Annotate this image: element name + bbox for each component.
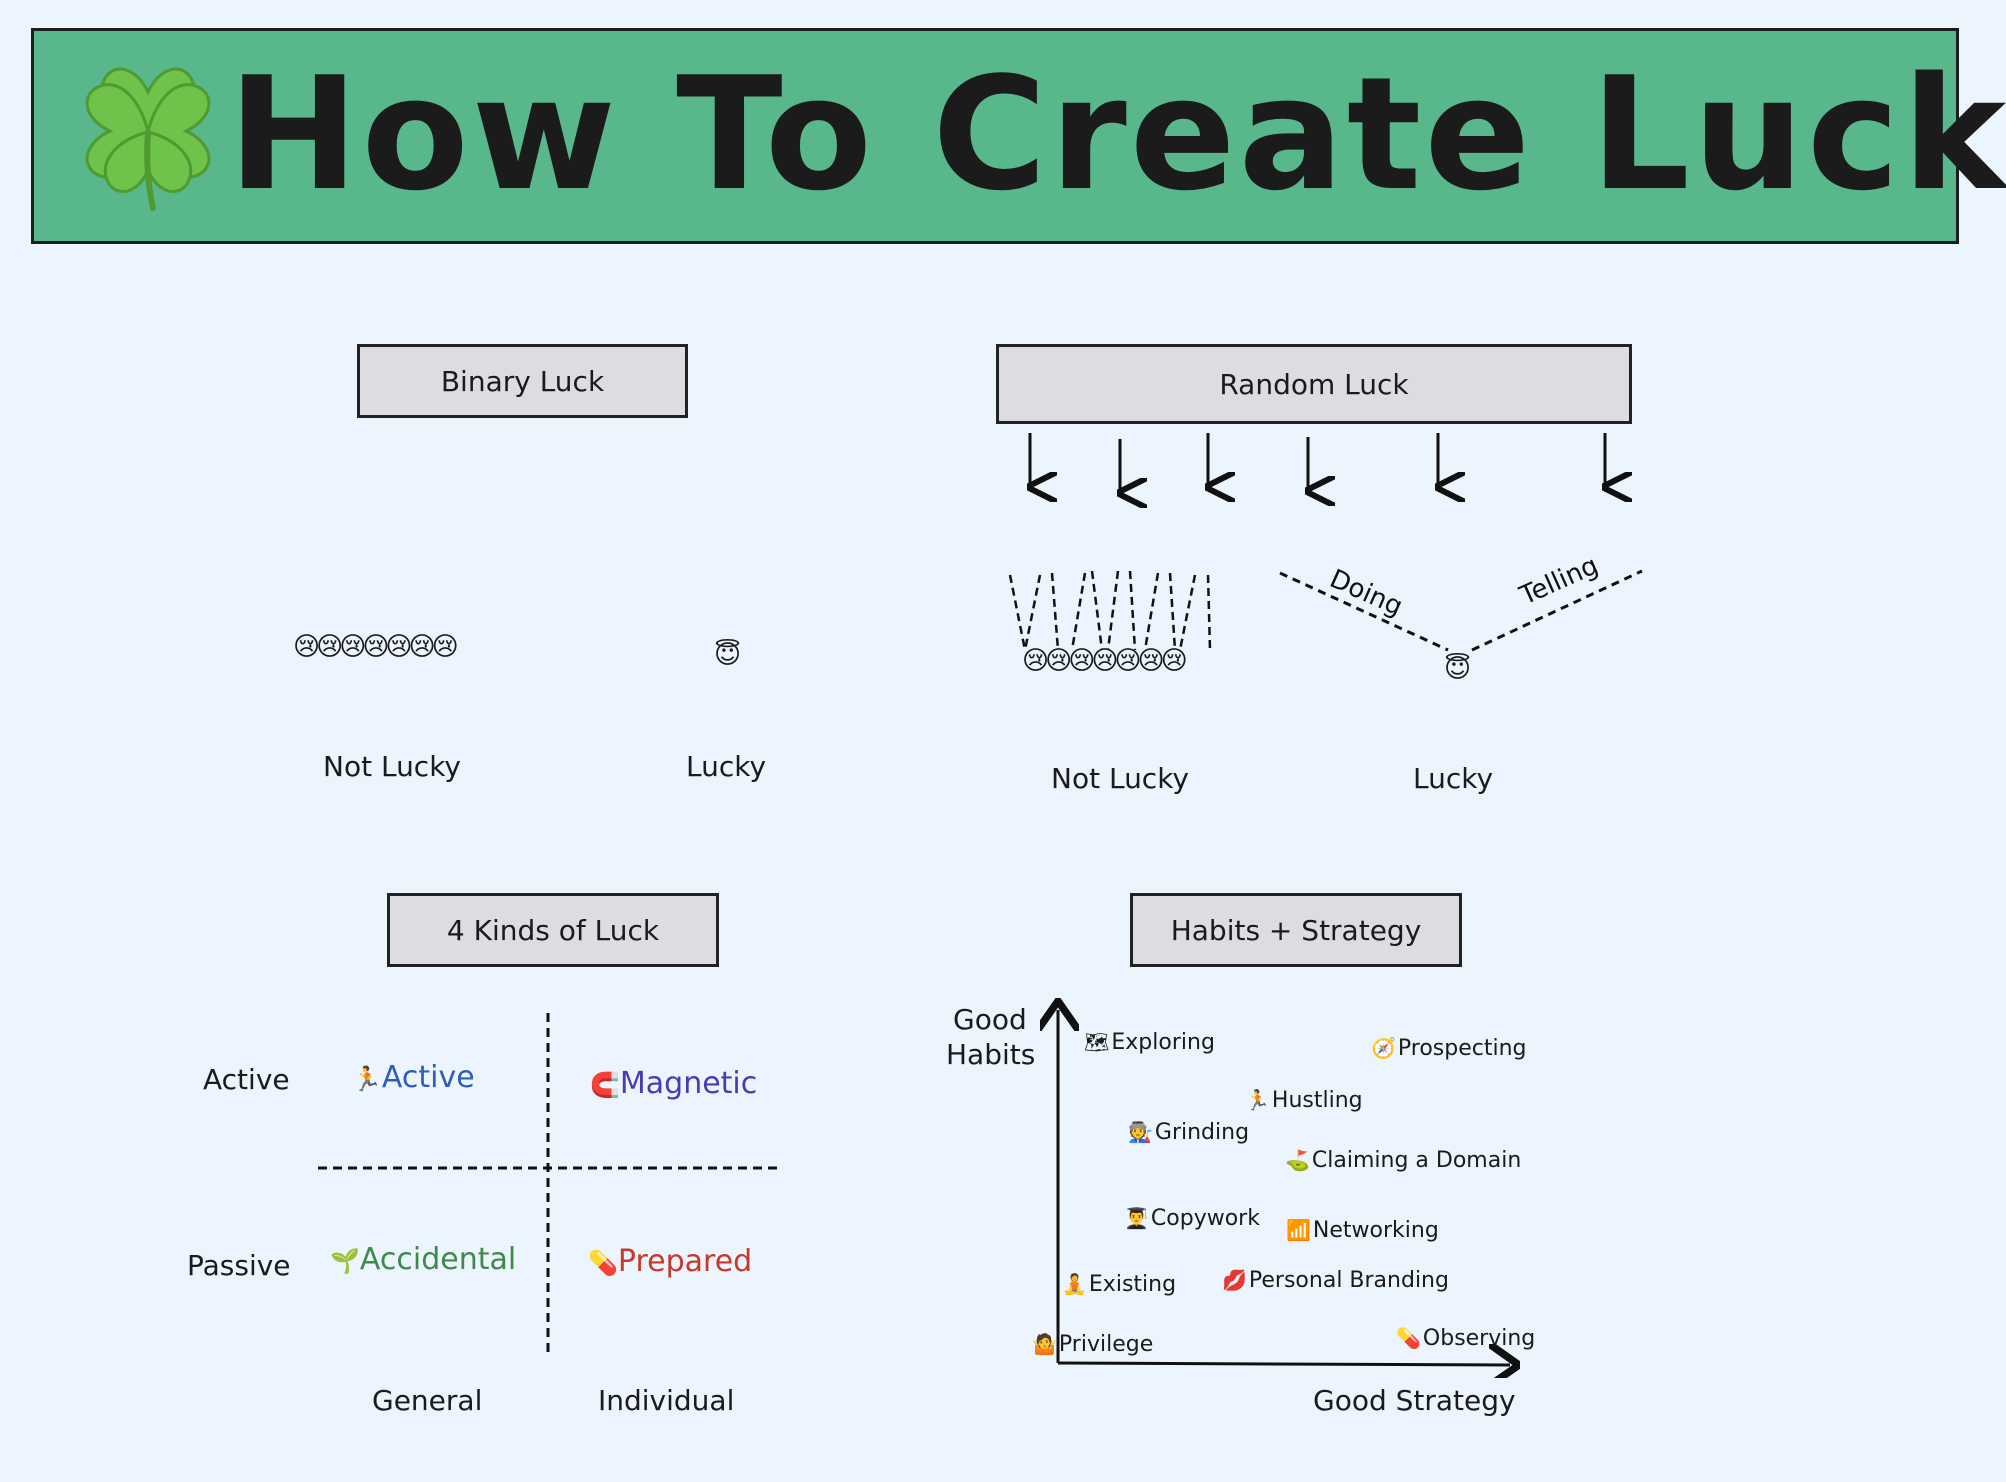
point-privilege: 🤷Privilege — [1032, 1332, 1154, 1357]
point-prospecting: 🧭Prospecting — [1371, 1036, 1527, 1061]
telling-label: Telling — [1515, 551, 1603, 612]
x-axis-label: Good Strategy — [1313, 1384, 1516, 1417]
falling-arrows — [1030, 433, 1605, 493]
signal-bars-icon: 📶 — [1286, 1218, 1311, 1242]
page-title: How To Create Luck — [228, 43, 2006, 225]
title-banner — [31, 28, 1959, 244]
compass-icon: 🧭 — [1371, 1036, 1396, 1060]
binary-not-lucky-faces: 😢😢😢😢😢😢😢 — [293, 632, 459, 662]
point-hustling: 🏃Hustling — [1245, 1088, 1363, 1113]
pill-icon: 💊 — [1396, 1326, 1421, 1350]
row-label-passive: Passive — [187, 1249, 291, 1282]
col-label-general: General — [372, 1384, 483, 1417]
random-lucky-face: 😇 — [1444, 654, 1472, 684]
habits-strategy-header: Habits + Strategy — [1130, 893, 1462, 967]
quadrant-prepared-label: Prepared — [617, 1244, 753, 1279]
random-luck-header: Random Luck — [996, 344, 1632, 424]
binary-luck-header: Binary Luck — [357, 344, 688, 418]
x-axis — [1057, 1363, 1510, 1365]
lucky-dashed-lines — [1279, 569, 1643, 652]
worker-icon: 🧑‍🏭 — [1128, 1120, 1153, 1144]
quadrant-prepared: 💊Prepared — [588, 1244, 752, 1279]
random-lucky-label: Lucky — [1413, 762, 1494, 795]
random-not-lucky-label: Not Lucky — [1051, 762, 1189, 795]
y-axis-label-habits: Habits — [946, 1038, 1036, 1071]
doing-label: Doing — [1325, 564, 1407, 622]
seedling-icon: 🌱 — [330, 1247, 360, 1275]
telling-line — [1471, 569, 1643, 652]
quadrant-magnetic-label: Magnetic — [619, 1066, 758, 1101]
quadrant-active-label: Active — [381, 1060, 475, 1095]
lips-icon: 💋 — [1222, 1268, 1247, 1292]
student-icon: 👨‍🎓 — [1124, 1206, 1149, 1230]
point-networking: 📶Networking — [1286, 1218, 1439, 1243]
binary-not-lucky-label: Not Lucky — [323, 750, 461, 783]
quadrant-active: 🏃Active — [352, 1060, 475, 1095]
shrug-icon: 🤷 — [1032, 1332, 1057, 1356]
kinds-of-luck-header: 4 Kinds of Luck — [387, 893, 719, 967]
point-observing: 💊Observing — [1396, 1326, 1536, 1351]
doing-line — [1279, 571, 1449, 652]
y-axis-label-good: Good — [953, 1003, 1027, 1036]
four-leaf-clover-icon — [85, 67, 211, 211]
not-lucky-dashed-lines — [1008, 570, 1212, 651]
quadrant-accidental: 🌱Accidental — [330, 1242, 516, 1277]
magnet-icon: 🧲 — [590, 1071, 620, 1099]
row-label-active: Active — [203, 1063, 290, 1096]
golf-flag-icon: ⛳ — [1285, 1148, 1310, 1172]
meditation-icon: 🧘 — [1062, 1272, 1087, 1296]
map-icon: 🗺 — [1084, 1030, 1110, 1054]
binary-lucky-face: 😇 — [714, 640, 742, 670]
point-exploring: 🗺Exploring — [1084, 1030, 1215, 1055]
quadrant-magnetic: 🧲Magnetic — [590, 1066, 757, 1101]
runner-icon: 🏃 — [352, 1065, 382, 1093]
random-not-lucky-faces: 😢😢😢😢😢😢😢 — [1022, 646, 1188, 676]
col-label-individual: Individual — [598, 1384, 735, 1417]
point-claiming-a-domain: ⛳Claiming a Domain — [1285, 1148, 1522, 1173]
binary-lucky-label: Lucky — [686, 750, 767, 783]
kinds-of-luck-grid — [318, 1013, 778, 1357]
habits-strategy-axes — [1040, 998, 1520, 1378]
point-personal-branding: 💋Personal Branding — [1222, 1268, 1449, 1293]
point-grinding: 🧑‍🏭Grinding — [1128, 1120, 1250, 1145]
quadrant-accidental-label: Accidental — [359, 1242, 517, 1277]
random-luck-diagram: Doing Telling — [1008, 433, 1643, 652]
point-existing: 🧘Existing — [1062, 1272, 1177, 1297]
runner-icon: 🏃 — [1245, 1088, 1270, 1112]
pill-icon: 💊 — [588, 1249, 618, 1277]
point-copywork: 👨‍🎓Copywork — [1124, 1206, 1260, 1231]
